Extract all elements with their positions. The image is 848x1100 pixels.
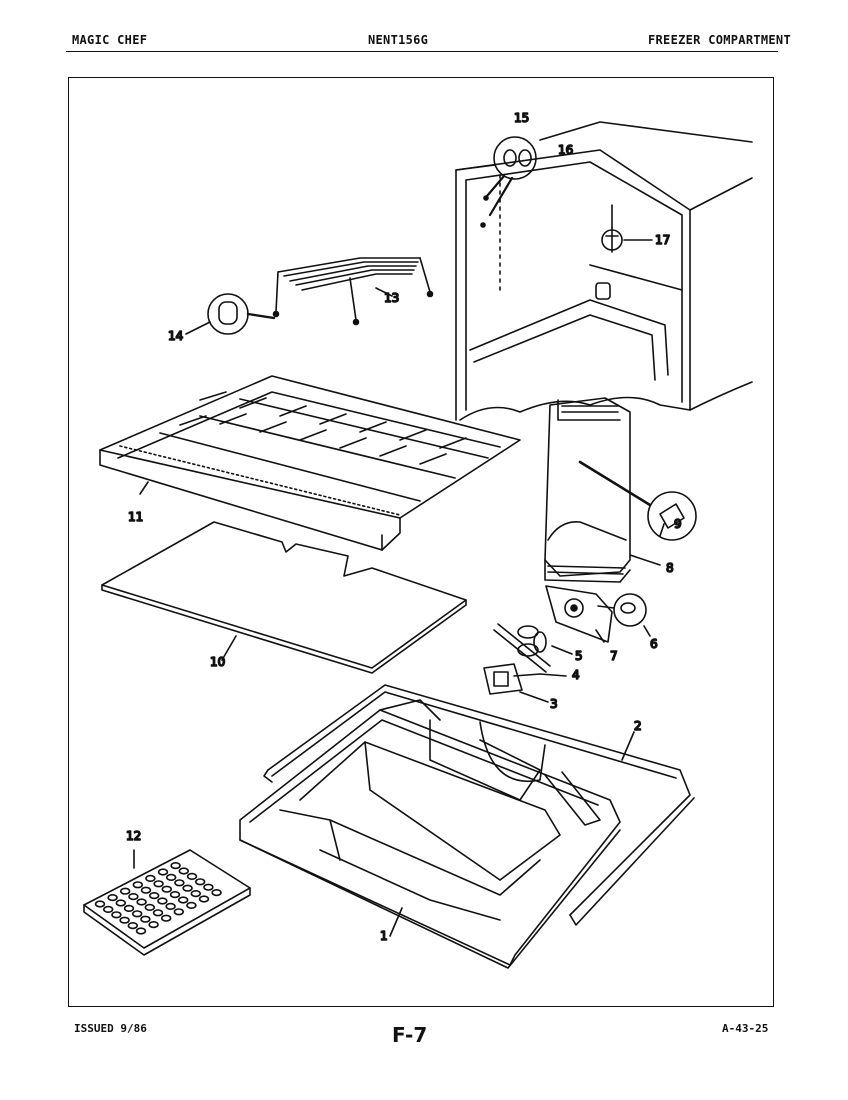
- part-13-shelf-rack: [272, 257, 434, 326]
- diagram-frame: [68, 77, 774, 1007]
- ice-cube-cell: [119, 916, 130, 924]
- ice-cube-cell: [140, 915, 151, 923]
- ice-cube-cell: [144, 903, 156, 912]
- ice-cube-cell: [135, 927, 147, 935]
- ice-cube-cell: [148, 920, 159, 929]
- ice-cube-cell: [94, 900, 106, 908]
- ice-cube-cell: [161, 885, 173, 893]
- ice-cube-cell: [186, 901, 197, 910]
- part-9-detail: [647, 491, 697, 541]
- part-14-detail: [185, 293, 276, 335]
- callout-3: 3: [550, 697, 558, 711]
- ice-cube-cell: [165, 902, 176, 911]
- ice-cube-cell: [145, 874, 156, 883]
- part-5-fan-blade: [493, 623, 573, 673]
- ice-cube-cell: [174, 879, 185, 887]
- footer-issued: ISSUED 9/86: [74, 1022, 147, 1035]
- callout-16: 16: [558, 143, 573, 157]
- part-12-ice-tray: [83, 849, 251, 956]
- callout-6: 6: [650, 637, 658, 651]
- callout-1: 1: [380, 929, 388, 943]
- ice-cube-cell: [173, 908, 185, 916]
- callout-15: 15: [514, 111, 529, 125]
- callout-8: 8: [666, 561, 674, 575]
- callout-9: 9: [674, 517, 682, 531]
- ice-cube-cell: [182, 884, 193, 892]
- callout-7: 7: [610, 649, 618, 663]
- ice-cube-cell: [211, 888, 222, 897]
- ice-cube-cell: [178, 896, 189, 904]
- callout-5: 5: [575, 649, 583, 663]
- ice-cube-cell: [107, 893, 118, 902]
- ice-cube-cell: [170, 861, 181, 870]
- part-7-bracket: [545, 585, 613, 643]
- ice-cube-cell: [153, 880, 164, 888]
- ice-cube-cell: [123, 904, 135, 913]
- ice-cube-cell: [149, 891, 160, 900]
- ice-cube-cell: [111, 911, 122, 919]
- ice-cube-cell: [157, 897, 168, 905]
- ice-cube-cell: [102, 905, 114, 914]
- ice-cube-cell: [152, 909, 164, 917]
- ice-cube-cell: [132, 881, 144, 889]
- part-10-panel: [101, 521, 467, 674]
- ice-cube-cell: [169, 890, 181, 899]
- part-6-detail: [597, 593, 651, 637]
- ice-cube-cell: [166, 873, 177, 882]
- part-11-shelf: [99, 375, 521, 551]
- callout-14: 14: [168, 329, 183, 343]
- part-8-air-duct: [544, 397, 661, 583]
- ice-cube-cell: [115, 899, 127, 907]
- callout-17: 17: [655, 233, 670, 247]
- ice-cube-cell: [128, 892, 139, 901]
- ice-cube-cell: [195, 878, 206, 886]
- ice-cube-cell: [157, 868, 169, 876]
- part-3-4-motor: [483, 663, 567, 703]
- ice-cube-cell: [140, 886, 152, 894]
- part-1-tray: [239, 699, 621, 969]
- callout-11: 11: [128, 510, 143, 524]
- ice-cube-cell: [198, 895, 210, 903]
- part-15-16-detail: [480, 136, 537, 228]
- header-rule: [66, 51, 778, 52]
- callout-10: 10: [210, 655, 225, 669]
- part-2-liner: [263, 684, 695, 926]
- ice-cube-cell: [186, 872, 198, 881]
- ice-cube-cell: [178, 867, 190, 875]
- ice-cube-cell: [190, 889, 202, 898]
- header-model: NENT156G: [368, 33, 429, 47]
- header-brand: MAGIC CHEF: [72, 33, 148, 47]
- ice-cube-cell: [119, 887, 131, 895]
- header-section: FREEZER COMPARTMENT: [648, 33, 791, 47]
- callout-2: 2: [634, 719, 642, 733]
- callout-12: 12: [126, 829, 141, 843]
- freezer-cabinet: [455, 121, 753, 421]
- footer-reference: A-43-25: [722, 1022, 769, 1035]
- callout-13: 13: [384, 291, 399, 305]
- ice-cube-cell: [127, 921, 139, 930]
- callout-4: 4: [572, 668, 580, 682]
- ice-cube-cell: [203, 883, 214, 891]
- footer-page-number: F-7: [392, 1023, 428, 1047]
- ice-cube-cell: [136, 898, 147, 906]
- ice-cube-cell: [132, 910, 143, 918]
- ice-cube-cell: [161, 914, 172, 922]
